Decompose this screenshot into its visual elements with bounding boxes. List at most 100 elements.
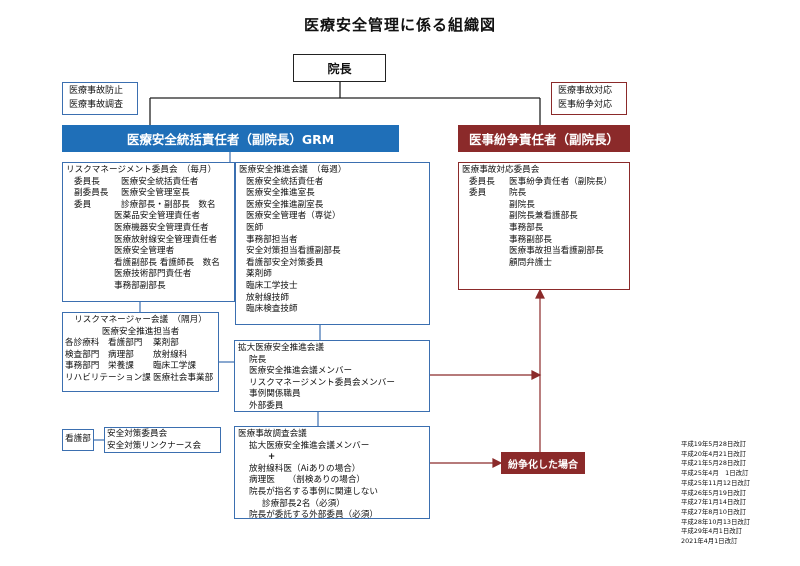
risk-committee-title: リスクマネージメント委員会 （毎月） bbox=[66, 165, 217, 175]
investigation-member: 放射線科医（Aiありの場合） bbox=[249, 463, 361, 474]
risk-member: 医療放射線安全管理責任者 bbox=[114, 234, 218, 245]
promotion-member: 臨床検査技師 bbox=[246, 304, 298, 315]
expanded-member: 医療安全推進会議メンバー bbox=[249, 366, 353, 377]
left-function-box: 医療事故防止 医療事故調査 bbox=[62, 82, 138, 115]
accident-member: 医療事故担当看護副部長 bbox=[509, 246, 604, 257]
promotion-member: 医療安全統括責任者 bbox=[246, 176, 324, 187]
right-function-box: 医療事故対応 医事紛争対応 bbox=[551, 82, 627, 115]
risk-member: 看護副部長 看護師長 数名 bbox=[114, 257, 220, 268]
revision-entry: 2021年4月1日改訂 bbox=[681, 537, 738, 546]
expanded-member: リスクマネージメント委員会メンバー bbox=[249, 377, 395, 388]
left-function-2: 医療事故調査 bbox=[69, 100, 124, 110]
risk-manager-meeting-box: リスクマネージャー会議 （隔月） 医療安全推進担当者 各診療科看護部門薬剤部 検… bbox=[62, 312, 219, 392]
risk-member: 医療安全統括責任者 bbox=[121, 176, 199, 187]
revision-entry: 平成21年5月28日改訂 bbox=[681, 459, 747, 468]
revision-entry: 平成27年8月10日改訂 bbox=[681, 507, 747, 516]
director-box: 院長 bbox=[293, 54, 386, 82]
expanded-member: 院長 bbox=[249, 354, 267, 365]
revision-entry: 平成19年5月28日改訂 bbox=[681, 440, 747, 448]
risk-member: 医薬品安全管理責任者 bbox=[114, 211, 200, 222]
accident-member: 医事紛争責任者（副院長） bbox=[509, 176, 613, 187]
expanded-meeting-title: 拡大医療安全推進会議 bbox=[238, 343, 324, 353]
expanded-meeting-box: 拡大医療安全推進会議 院長 医療安全推進会議メンバー リスクマネージメント委員会… bbox=[234, 340, 430, 412]
dispute-header: 医事紛争責任者（副院長） bbox=[458, 125, 630, 152]
department: 栄養課 bbox=[108, 361, 134, 372]
accident-member: 副院長兼看護部長 bbox=[509, 211, 578, 222]
accident-member: 副院長 bbox=[509, 199, 535, 210]
investigation-meeting-box: 医療事故調査会議 拡大医療安全推進会議メンバー + 放射線科医（Aiありの場合）… bbox=[234, 426, 430, 521]
promotion-member: 看護部安全対策委員 bbox=[246, 257, 324, 268]
promotion-member: 医師 bbox=[246, 222, 264, 233]
nursing-committee-box: 安全対策委員会 安全対策リンクナース会 bbox=[104, 427, 221, 453]
revision-entry: 平成26年5月19日改訂 bbox=[681, 488, 747, 497]
promotion-member: 医療安全推進室長 bbox=[246, 188, 315, 199]
director-label: 院長 bbox=[327, 61, 352, 76]
risk-member: 医療安全管理者 bbox=[114, 246, 175, 257]
department: リハビリテーション課 bbox=[65, 372, 151, 383]
risk-member: 診療部長・副部長 数名 bbox=[121, 199, 216, 210]
investigation-member: 病理医 （剖検ありの場合） bbox=[249, 475, 366, 486]
investigation-meeting-title: 医療事故調査会議 bbox=[238, 429, 307, 439]
investigation-member: 拡大医療安全推進会議メンバー bbox=[249, 440, 370, 451]
accident-role: 委員長 bbox=[469, 176, 495, 187]
department: 病理部 bbox=[108, 349, 134, 360]
risk-manager-meeting-title: リスクマネージャー会議 （隔月） bbox=[74, 315, 207, 325]
promotion-member: 医療安全推進副室長 bbox=[246, 199, 324, 210]
promotion-member: 放射線技師 bbox=[246, 292, 289, 303]
promotion-member: 事務部担当者 bbox=[246, 234, 298, 245]
nursing-committee: 安全対策リンクナース会 bbox=[107, 440, 202, 451]
accident-member: 院長 bbox=[509, 188, 527, 199]
dispute-case-label: 紛争化した場合 bbox=[501, 452, 585, 474]
risk-member: 事務部副部長 bbox=[114, 280, 166, 291]
accident-role: 委員 bbox=[469, 188, 487, 199]
left-function-1: 医療事故防止 bbox=[69, 86, 124, 96]
right-function-2: 医事紛争対応 bbox=[558, 100, 613, 110]
department: 事務部門 bbox=[65, 361, 100, 372]
page-title: 医療安全管理に係る組織図 bbox=[303, 16, 496, 34]
promotion-member: 臨床工学技士 bbox=[246, 280, 298, 291]
promotion-meeting-title: 医療安全推進会議 （毎週） bbox=[239, 165, 347, 175]
department: 看護部門 bbox=[108, 338, 143, 349]
accident-member: 事務副部長 bbox=[509, 234, 552, 245]
accident-member: 顧問弁護士 bbox=[509, 257, 552, 268]
revision-entry: 平成29年4月1日改訂 bbox=[681, 527, 742, 536]
department: 医療社会事業部 bbox=[153, 372, 214, 383]
expanded-member: 外部委員 bbox=[249, 400, 284, 411]
risk-manager-meeting-subtitle: 医療安全推進担当者 bbox=[101, 326, 180, 337]
department: 検査部門 bbox=[65, 349, 100, 360]
department: 各診療科 bbox=[65, 338, 100, 349]
department: 臨床工学課 bbox=[153, 361, 196, 372]
revision-entry: 平成20年4月21日改訂 bbox=[681, 449, 747, 458]
revision-entry: 平成27年1月14日改訂 bbox=[681, 498, 747, 507]
revision-entry: 平成28年10月13日改訂 bbox=[681, 517, 751, 526]
investigation-plus: + bbox=[268, 452, 276, 463]
revision-entry: 平成25年4月 1日改訂 bbox=[681, 469, 749, 478]
risk-member: 医療機器安全管理責任者 bbox=[114, 222, 209, 233]
risk-role: 委員長 bbox=[74, 176, 100, 187]
risk-role: 副委員長 bbox=[74, 188, 109, 199]
department: 放射線科 bbox=[153, 349, 188, 360]
right-function-1: 医療事故対応 bbox=[558, 86, 613, 96]
department: 薬剤部 bbox=[153, 338, 179, 349]
accident-committee-title: 医療事故対応委員会 bbox=[462, 165, 540, 175]
promotion-meeting-box: 医療安全推進会議 （毎週） 医療安全統括責任者 医療安全推進室長 医療安全推進副… bbox=[235, 162, 430, 325]
risk-role: 委員 bbox=[74, 199, 92, 210]
investigation-member: 院長が委託する外部委員（必須） bbox=[249, 510, 378, 521]
promotion-member: 安全対策担当看護副部長 bbox=[246, 246, 341, 257]
risk-committee-box: リスクマネージメント委員会 （毎月） 委員長医療安全統括責任者 副委員長医療安全… bbox=[62, 162, 235, 302]
revision-entry: 平成25年11月12日改訂 bbox=[681, 478, 751, 487]
revision-history: 平成19年5月28日改訂 平成20年4月21日改訂 平成21年5月28日改訂 平… bbox=[681, 440, 750, 547]
nursing-label: 看護部 bbox=[65, 434, 91, 445]
accident-committee-box: 医療事故対応委員会 委員長 医事紛争責任者（副院長） 委員 院長 副院長 副院長兼看… bbox=[458, 162, 630, 290]
risk-member: 医療技術部門責任者 bbox=[114, 269, 192, 280]
promotion-member: 医療安全管理者（専従） bbox=[246, 211, 341, 222]
grm-header: 医療安全統括責任者（副院長）GRM bbox=[62, 125, 399, 152]
nursing-committee: 安全対策委員会 bbox=[107, 429, 168, 439]
accident-member: 事務部長 bbox=[509, 222, 544, 233]
investigation-member: 診療部長2名（必須） bbox=[262, 498, 345, 509]
investigation-member: 院長が指名する事例に関連しない bbox=[249, 486, 378, 497]
expanded-member: 事例関係職員 bbox=[249, 389, 301, 400]
nursing-label-box: 看護部 bbox=[62, 429, 94, 451]
promotion-member: 薬剤師 bbox=[246, 269, 272, 280]
risk-member: 医療安全管理室長 bbox=[121, 188, 190, 199]
